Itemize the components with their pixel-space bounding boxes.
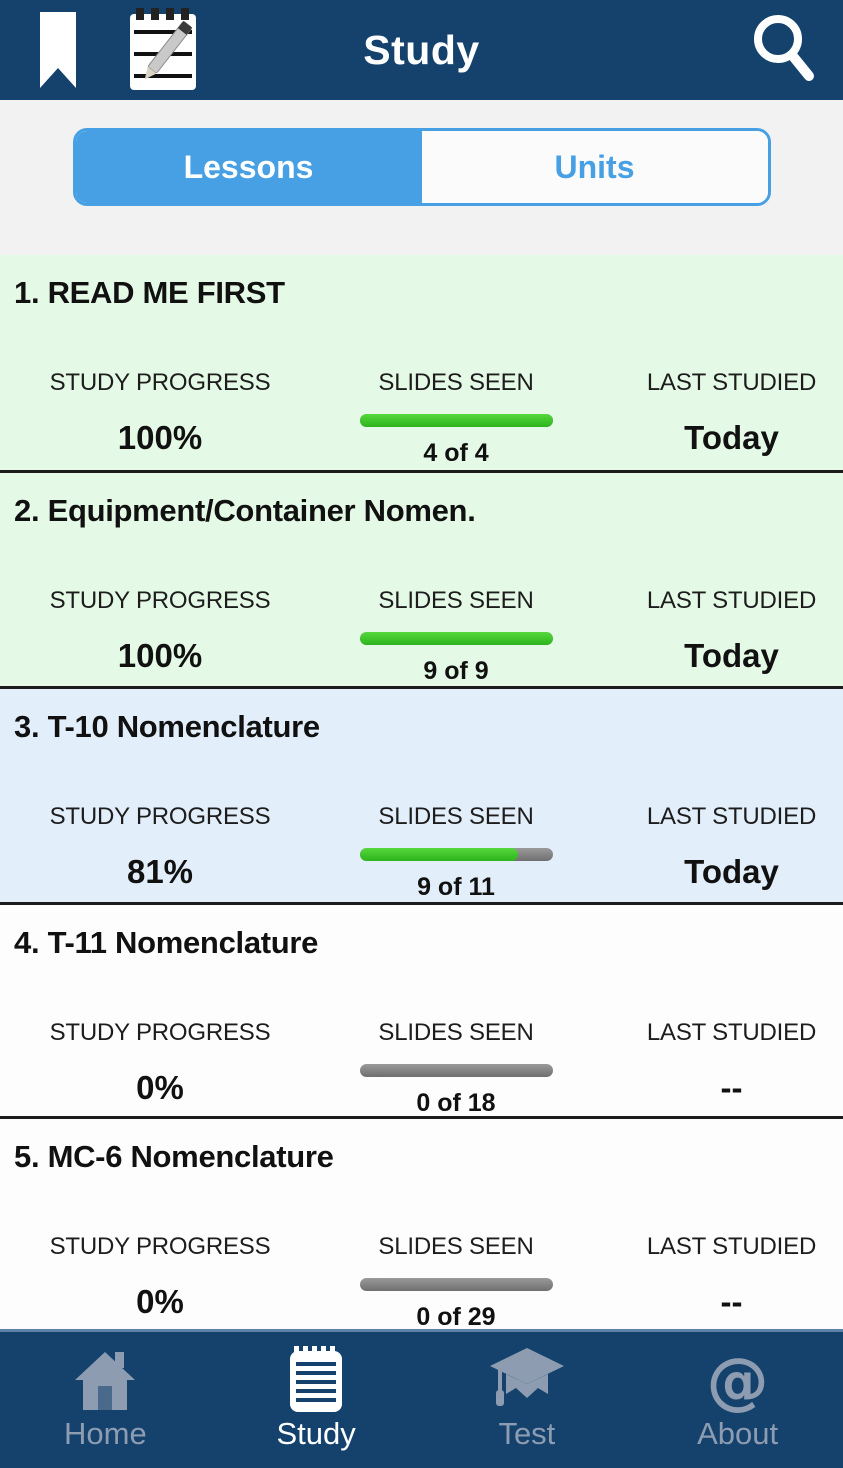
lesson-stats: STUDY PROGRESS 100% SLIDES SEEN 4 of 4 L… [14,369,829,468]
nav-item-home[interactable]: Home [0,1332,211,1468]
slides-seen-label: SLIDES SEEN [378,587,534,614]
progress-bar [359,632,553,645]
lesson-row[interactable]: 4. T-11 Nomenclature STUDY PROGRESS 0% S… [0,905,843,1119]
slides-seen-value: 0 of 29 [416,1303,496,1331]
last-studied-label: LAST STUDIED [646,1019,817,1046]
last-studied-column: LAST STUDIED Today [606,587,843,686]
slides-seen-label: SLIDES SEEN [378,1019,534,1046]
study-progress-label: STUDY PROGRESS [49,369,271,396]
tab-area: Lessons Units [0,128,843,255]
nav-item-test[interactable]: Test [422,1332,633,1468]
slides-seen-column: SLIDES SEEN 4 of 4 [306,369,606,468]
last-studied-column: LAST STUDIED Today [606,803,843,902]
last-studied-value: Today [684,419,779,456]
last-studied-value: -- [720,1283,743,1320]
bottom-nav: Home Study [0,1329,843,1468]
progress-bar [359,414,553,427]
last-studied-value: -- [720,1069,743,1106]
bookmark-icon[interactable] [40,12,76,88]
lesson-stats: STUDY PROGRESS 0% SLIDES SEEN 0 of 29 LA… [14,1233,829,1332]
lesson-stats: STUDY PROGRESS 0% SLIDES SEEN 0 of 18 LA… [14,1019,829,1118]
progress-bar-fill [359,848,518,861]
slides-seen-column: SLIDES SEEN 9 of 9 [306,587,606,686]
tab-units[interactable]: Units [421,131,768,203]
page-title: Study [363,26,480,73]
slides-seen-label: SLIDES SEEN [378,1233,534,1260]
progress-bar-fill [359,414,553,427]
slides-seen-column: SLIDES SEEN 9 of 11 [306,803,606,902]
slides-seen-value: 9 of 9 [423,657,489,685]
study-progress-label: STUDY PROGRESS [49,1019,271,1046]
study-progress-value: 81% [126,853,194,890]
lesson-row[interactable]: 5. MC-6 Nomenclature STUDY PROGRESS 0% S… [0,1119,843,1332]
nav-label: Home [64,1416,147,1451]
tab-lessons[interactable]: Lessons [75,131,422,203]
last-studied-label: LAST STUDIED [646,803,817,830]
progress-bar [359,1278,553,1291]
lesson-title: 2. Equipment/Container Nomen. [14,493,476,528]
progress-bar [359,1064,553,1077]
study-progress-value: 0% [136,1069,184,1106]
lesson-title: 4. T-11 Nomenclature [14,925,319,960]
home-icon [73,1346,137,1412]
last-studied-label: LAST STUDIED [646,1233,817,1260]
nav-item-about[interactable]: @ About [632,1332,843,1468]
study-progress-column: STUDY PROGRESS 0% [14,1019,306,1118]
search-icon[interactable] [751,12,817,86]
study-progress-value: 0% [136,1283,184,1320]
last-studied-label: LAST STUDIED [646,587,817,614]
slides-seen-label: SLIDES SEEN [378,369,534,396]
progress-bar [359,848,553,861]
study-progress-value: 100% [117,419,203,456]
lesson-row[interactable]: 2. Equipment/Container Nomen. STUDY PROG… [0,473,843,689]
last-studied-column: LAST STUDIED -- [606,1019,843,1118]
progress-bar-fill [359,632,553,645]
lesson-title: 5. MC-6 Nomenclature [14,1139,334,1174]
study-progress-label: STUDY PROGRESS [49,1233,271,1260]
last-studied-label: LAST STUDIED [646,369,817,396]
slides-seen-value: 4 of 4 [423,439,489,467]
slides-seen-column: SLIDES SEEN 0 of 18 [306,1019,606,1118]
lesson-title: 1. READ ME FIRST [14,275,285,310]
slides-seen-column: SLIDES SEEN 0 of 29 [306,1233,606,1332]
nav-item-study[interactable]: Study [211,1332,422,1468]
graduation-cap-icon [488,1346,566,1412]
app-header: Study [0,0,843,100]
lesson-list: 1. READ ME FIRST STUDY PROGRESS 100% SLI… [0,255,843,1332]
lesson-row[interactable]: 3. T-10 Nomenclature STUDY PROGRESS 81% … [0,689,843,905]
lessons-units-toggle: Lessons Units [72,128,771,206]
nav-label: Test [498,1416,556,1451]
last-studied-value: Today [684,637,779,674]
last-studied-column: LAST STUDIED -- [606,1233,843,1332]
notepad-icon [290,1346,343,1412]
at-icon: @ [706,1344,769,1417]
study-progress-column: STUDY PROGRESS 0% [14,1233,306,1332]
last-studied-column: LAST STUDIED Today [606,369,843,468]
lesson-stats: STUDY PROGRESS 81% SLIDES SEEN 9 of 11 L… [14,803,829,902]
lesson-row[interactable]: 1. READ ME FIRST STUDY PROGRESS 100% SLI… [0,255,843,473]
lesson-title: 3. T-10 Nomenclature [14,709,320,744]
nav-label: Study [276,1416,356,1451]
study-progress-label: STUDY PROGRESS [49,587,271,614]
study-progress-column: STUDY PROGRESS 81% [14,803,306,902]
slides-seen-value: 0 of 18 [416,1089,496,1117]
study-progress-value: 100% [117,637,203,674]
slides-seen-value: 9 of 11 [417,873,495,901]
notepad-edit-icon[interactable] [128,8,200,92]
lesson-stats: STUDY PROGRESS 100% SLIDES SEEN 9 of 9 L… [14,587,829,686]
study-progress-column: STUDY PROGRESS 100% [14,587,306,686]
study-progress-label: STUDY PROGRESS [49,803,271,830]
last-studied-value: Today [684,853,779,890]
slides-seen-label: SLIDES SEEN [378,803,534,830]
nav-label: About [697,1416,779,1451]
study-progress-column: STUDY PROGRESS 100% [14,369,306,468]
